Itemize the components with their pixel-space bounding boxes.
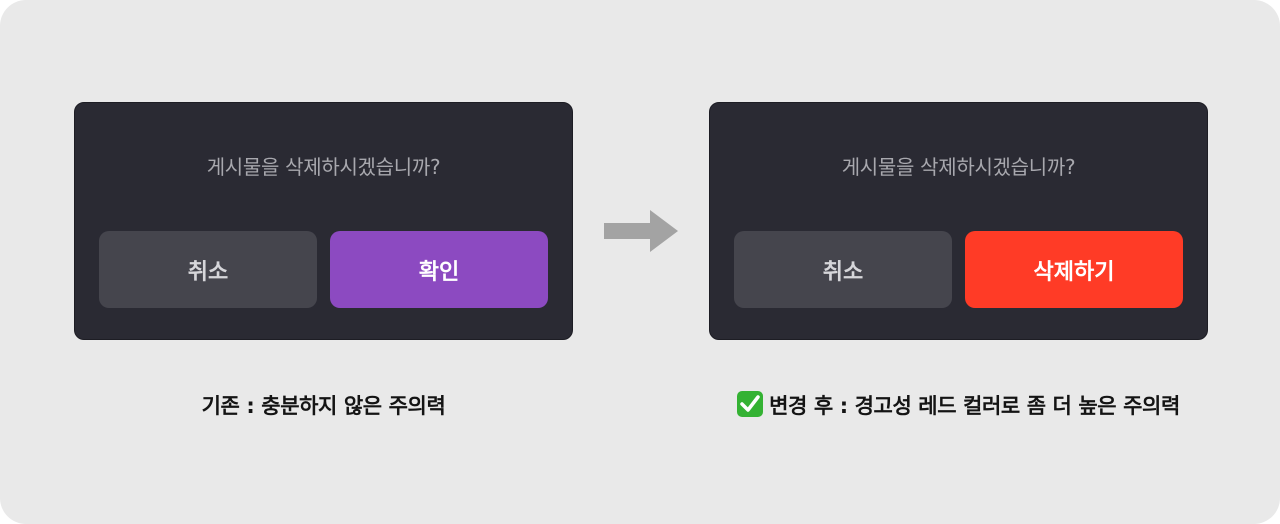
before-dialog-message: 게시물을 삭제하시겠습니까? xyxy=(206,155,441,179)
before-caption: 기존 : 충분하지 않은 주의력 xyxy=(201,394,446,418)
after-dialog-message: 게시물을 삭제하시겠습니까? xyxy=(841,155,1076,179)
before-confirm-button[interactable]: 확인 xyxy=(330,231,548,308)
after-delete-button[interactable]: 삭제하기 xyxy=(965,231,1183,308)
after-cancel-button[interactable]: 취소 xyxy=(734,231,952,308)
check-mark-icon xyxy=(737,391,764,417)
after-caption-wrapper: 변경 후 : 경고성 레드 컬러로 좀 더 높은 주의력 xyxy=(709,387,1208,425)
after-dialog: 게시물을 삭제하시겠습니까? 취소 삭제하기 xyxy=(709,102,1208,340)
arrow-right-icon xyxy=(604,210,678,252)
before-cancel-button[interactable]: 취소 xyxy=(99,231,317,308)
after-caption: 변경 후 : 경고성 레드 컬러로 좀 더 높은 주의력 xyxy=(769,394,1180,418)
before-dialog: 게시물을 삭제하시겠습니까? 취소 확인 xyxy=(74,102,573,340)
